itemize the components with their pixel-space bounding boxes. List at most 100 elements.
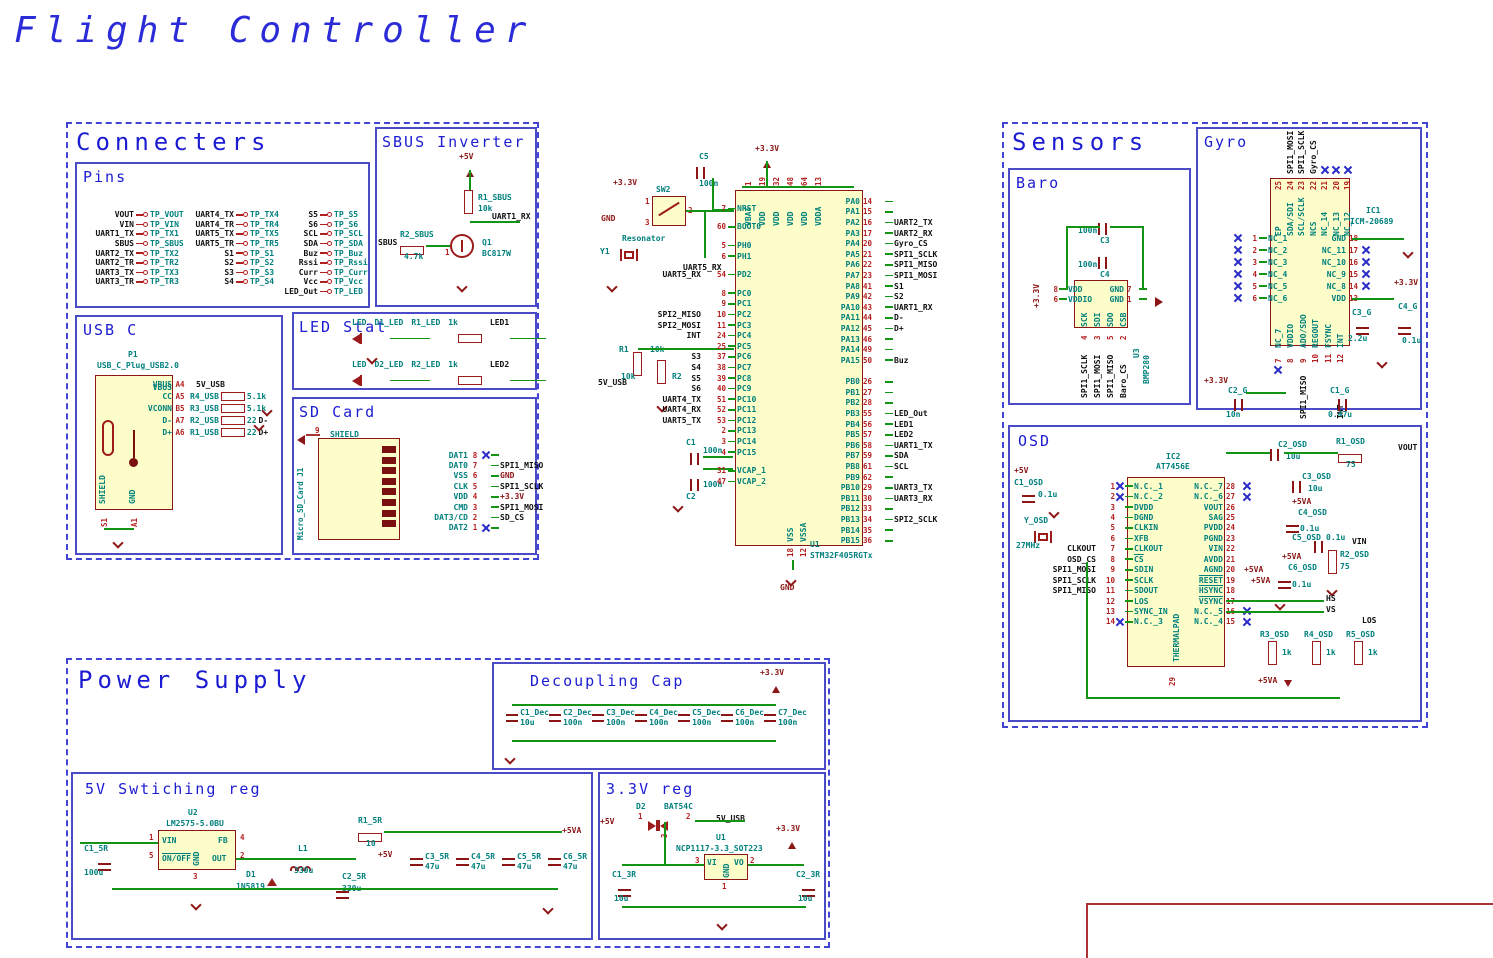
pin-number: 26 xyxy=(1226,502,1236,512)
pin-stub xyxy=(320,281,327,283)
power-label: +5V xyxy=(1014,466,1029,475)
pin-number: 8 xyxy=(1286,358,1296,363)
net-label: S2 xyxy=(894,292,904,302)
pin-number: 3 xyxy=(695,856,700,865)
ref-label: R1_LED xyxy=(411,318,441,327)
pin-stub xyxy=(728,334,736,337)
pin-number: 10 xyxy=(1105,575,1115,585)
capacitor-icon xyxy=(764,713,777,722)
net-label: SPI1_MISO xyxy=(500,461,544,471)
testpoint-icon xyxy=(327,221,332,227)
ref-label: R2_USB xyxy=(190,415,219,425)
ref-label: C2_5R xyxy=(342,872,367,881)
box-33v-reg-title: 3.3V reg xyxy=(606,780,695,798)
pin-number: A4 xyxy=(175,379,185,389)
box-osd-title: OSD xyxy=(1018,432,1052,450)
pin-stub xyxy=(236,214,243,216)
no-connect-icon xyxy=(1234,270,1242,278)
ref-label: SW2 xyxy=(656,185,671,194)
pin-name: PA8 xyxy=(845,281,860,291)
pin-number: 46 xyxy=(863,334,873,344)
testpoint-name: TP_VIN xyxy=(150,219,179,229)
testpoint-name: TP_TX1 xyxy=(150,229,179,239)
net-label: UART2_RX xyxy=(894,228,933,238)
testpoint-icon xyxy=(327,250,332,256)
testpoint-icon xyxy=(243,221,248,227)
power-label-5v: +5V xyxy=(459,152,474,161)
pin-stub xyxy=(885,433,893,436)
pin-number: 9 xyxy=(1298,358,1308,363)
pin-number: 8 xyxy=(721,288,726,298)
value-label: 10k xyxy=(621,372,636,381)
net-label: UART1_RX xyxy=(894,302,933,312)
value-label: LM2575-5.0BU xyxy=(166,819,224,828)
pin-stub xyxy=(885,444,893,447)
capacitor-icon xyxy=(690,450,699,469)
pin-name: NC_8 xyxy=(1326,281,1346,291)
pin-number: 8 xyxy=(472,450,478,460)
pin-stub xyxy=(1125,610,1133,613)
pin-stub xyxy=(885,295,893,298)
value-label: 0.1u xyxy=(1292,580,1312,589)
pin-number: 5 xyxy=(721,240,726,250)
testpoint-name: TP_LED xyxy=(334,287,363,297)
net-label: Curr xyxy=(298,267,318,277)
pin-name: VSS xyxy=(786,527,795,542)
ref-label: D1 xyxy=(246,870,256,879)
pin-number: 3 xyxy=(472,502,478,512)
value-label: 10n xyxy=(1226,410,1241,419)
pin-number: 3 xyxy=(1093,335,1102,340)
ref-label: U2 xyxy=(188,808,198,817)
pin-name: PC4 xyxy=(737,331,752,341)
net-label: Vcc xyxy=(303,277,318,287)
net-label: Baro_CS xyxy=(1119,364,1128,398)
value-label: 10u xyxy=(614,894,629,903)
pin-stub xyxy=(136,252,143,254)
gnd-icon xyxy=(261,400,273,419)
value-label: 5.1k xyxy=(246,403,267,413)
pin-stub xyxy=(320,223,327,226)
value-label: 100n xyxy=(692,718,712,727)
pin-number: 43 xyxy=(863,302,873,312)
pin-number: B5 xyxy=(175,403,185,413)
capacitor-icon xyxy=(592,713,605,722)
pin-name: PC12 xyxy=(737,415,757,425)
pin-name: SCL/SCLK xyxy=(1297,197,1307,236)
pin-name: SDA/SDI xyxy=(1285,202,1295,236)
pin-number: 15 xyxy=(1226,617,1236,627)
power-label: +3.3V xyxy=(1394,278,1419,287)
testpoint-name: TP_TX2 xyxy=(150,248,179,258)
pin-number: 25 xyxy=(1274,180,1284,190)
pin-stub xyxy=(728,419,736,422)
pin-name: PA2 xyxy=(845,217,860,227)
inductor-icon xyxy=(290,856,311,875)
